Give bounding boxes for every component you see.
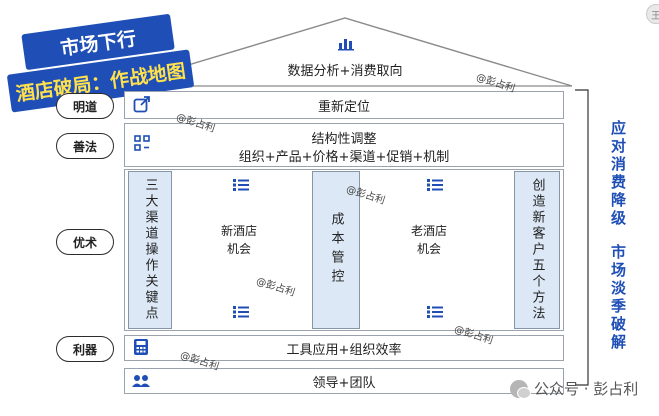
wechat-icon	[510, 379, 531, 399]
structure-icon	[133, 134, 151, 156]
diamond-new-hotel-line1: 新酒店	[220, 224, 257, 238]
list-icon	[233, 176, 249, 191]
team-icon	[132, 373, 150, 392]
diamond-new-hotel-label: 新酒店 机会	[209, 222, 269, 258]
pill-mingdao: 明道	[56, 93, 114, 119]
column-five-methods: 创造新客户五个方法	[514, 171, 560, 329]
row-tools-text: 工具应用+组织效率	[286, 343, 402, 358]
pill-liqi: 利器	[56, 336, 114, 362]
pill-shanfa: 善法	[56, 133, 114, 159]
row-restructure-title: 结构性调整	[311, 132, 377, 147]
row-tools: 工具应用+组织效率	[124, 335, 564, 361]
list-icon	[427, 176, 443, 191]
row-leadership: 领导+团队	[124, 368, 564, 394]
list-icon	[427, 303, 443, 318]
badge-line2-b: 作战地图	[108, 59, 187, 93]
column-five-methods-text: 创造新客户五个方法	[529, 178, 545, 322]
row-restructure: 结构性调整 组织+产品+价格+渠道+促销+机制	[124, 123, 564, 167]
column-cost-text: 成本管控	[328, 212, 344, 288]
diamond-old-hotel-line1: 老酒店	[410, 224, 447, 238]
row-restructure-sub: 组织+产品+价格+渠道+促销+机制	[238, 150, 450, 165]
share-icon	[133, 95, 151, 117]
list-icon	[233, 303, 249, 318]
footer-brand: 公众号 · 彭占利	[534, 380, 639, 398]
diamond-old-hotel-line2: 机会	[416, 242, 441, 256]
bar-chart-icon	[338, 36, 354, 55]
pill-youshu: 优术	[56, 229, 114, 255]
corner-badge: 王	[646, 4, 659, 24]
column-channels-text: 三大渠道操作关键点	[142, 178, 158, 322]
row-reposition: 重新定位	[124, 91, 564, 119]
side-label-line1: 应对消费降级	[609, 120, 627, 228]
column-channels: 三大渠道操作关键点	[128, 171, 172, 329]
footer-watermark: 公众号 · 彭占利	[510, 378, 638, 399]
row-reposition-text: 重新定位	[317, 100, 370, 115]
roof-title: 数据分析+消费取向	[287, 64, 403, 79]
diamond-old-hotel-label: 老酒店 机会	[399, 222, 459, 258]
calculator-icon	[133, 338, 149, 360]
column-cost: 成本管控	[312, 171, 360, 329]
row-leadership-text: 领导+团队	[312, 376, 376, 391]
side-label-line2: 市场淡季破解	[609, 244, 627, 352]
diamond-new-hotel-line2: 机会	[226, 242, 251, 256]
